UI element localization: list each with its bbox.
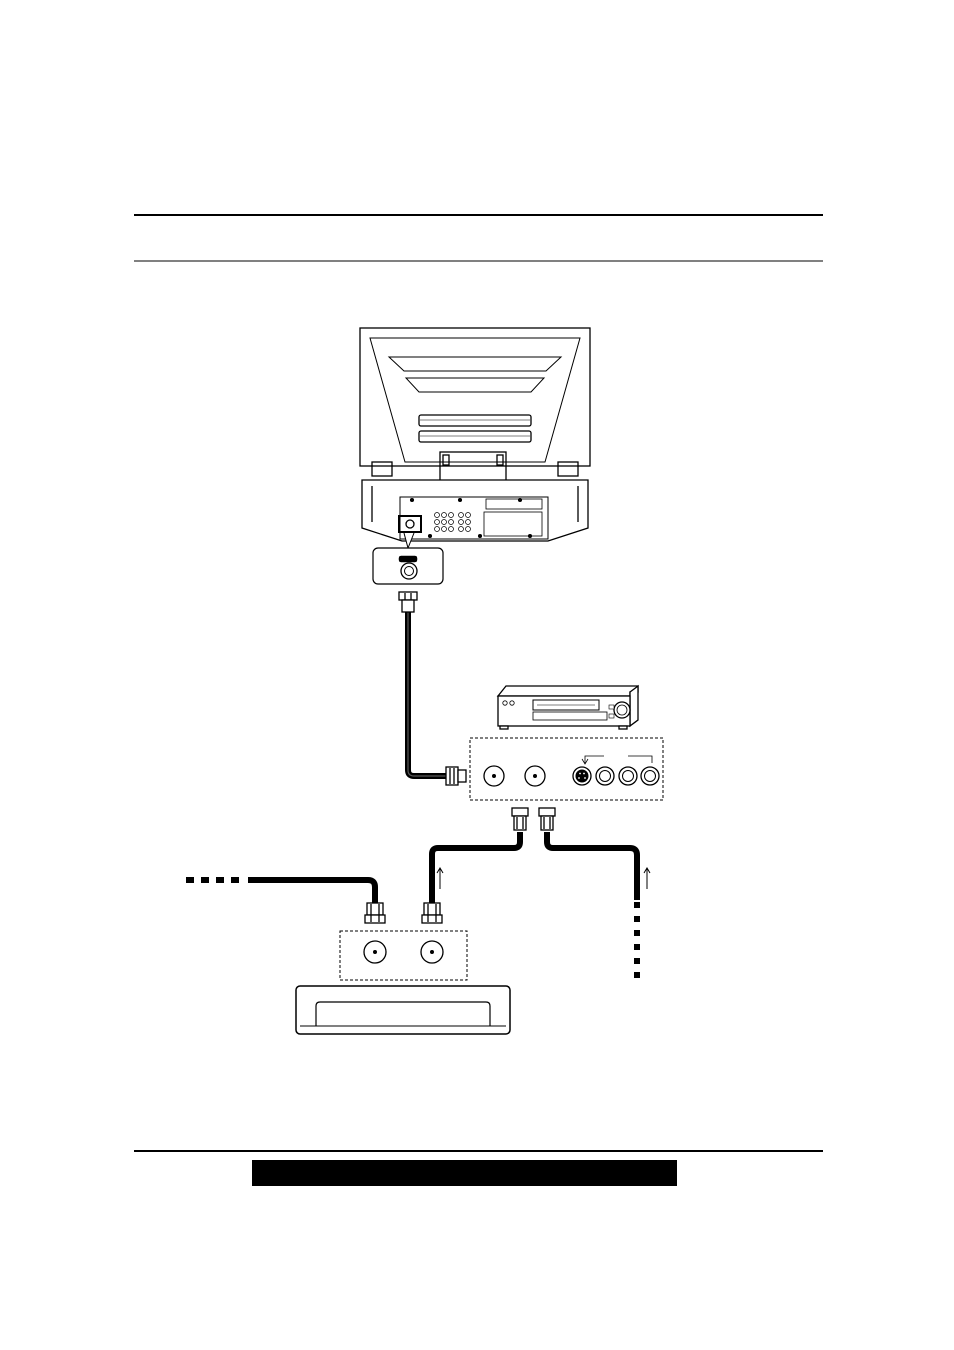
rca-jack xyxy=(596,767,614,785)
f-connector-icon xyxy=(399,592,417,612)
vcr-rf-in-jack xyxy=(525,766,545,786)
tv-antenna-input-callout xyxy=(373,548,443,584)
av-bracket xyxy=(628,756,652,763)
vcr xyxy=(498,686,638,729)
footer-black-bar xyxy=(252,1160,677,1186)
cable-incoming xyxy=(186,880,375,903)
cable-box-in-jack xyxy=(364,941,386,963)
f-connector-icon xyxy=(422,903,442,923)
cable-box xyxy=(296,986,510,1034)
f-connector-icon xyxy=(512,808,528,830)
cable-vcr-to-cable-box xyxy=(432,832,520,903)
cable-box-out-jack xyxy=(421,941,443,963)
cable-tv-to-vcr xyxy=(408,610,448,776)
f-connector-icon xyxy=(539,808,555,830)
rca-jack xyxy=(641,767,659,785)
rca-jack xyxy=(619,767,637,785)
signal-arrow-up-icon xyxy=(644,868,650,889)
s-video-jack xyxy=(573,767,591,785)
signal-arrow-up-icon xyxy=(437,868,443,889)
projection-tv-rear xyxy=(360,328,590,541)
f-connector-icon xyxy=(365,903,385,923)
f-connector-icon xyxy=(446,767,466,785)
cable-box-rear-panel xyxy=(340,931,467,980)
vcr-rf-out-jack xyxy=(484,766,504,786)
vcr-rear-panel xyxy=(470,738,663,800)
cable-vcr-to-external xyxy=(547,832,637,985)
